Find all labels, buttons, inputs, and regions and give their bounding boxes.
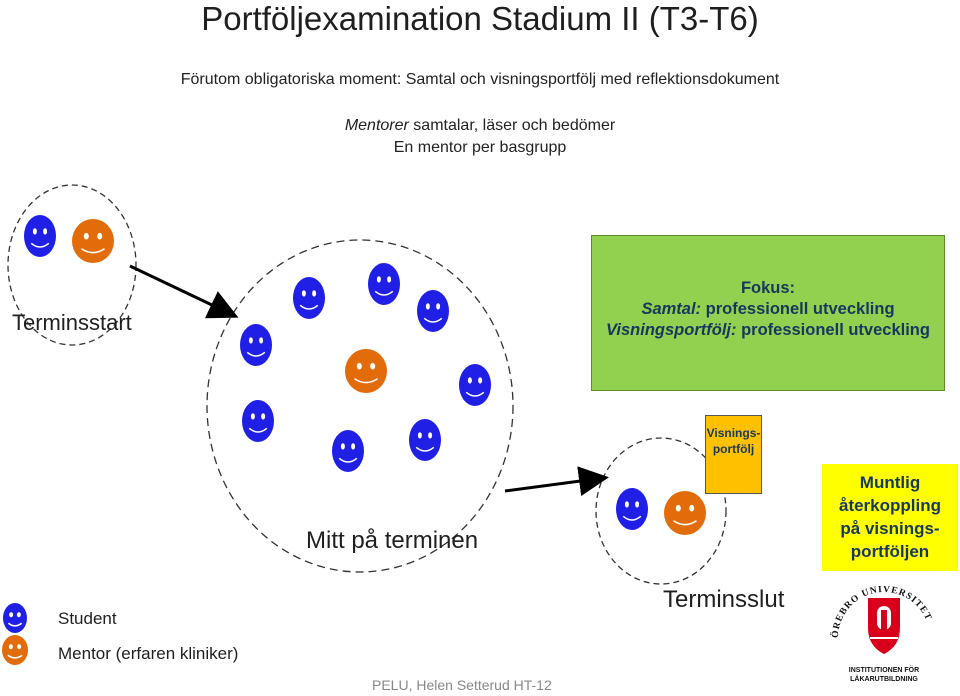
middle-group-circle	[206, 239, 514, 573]
feedback-line-1: Muntlig	[859, 473, 921, 492]
start-student-face	[24, 215, 56, 257]
logo-caption: INSTITUTIONEN FÖR LÄKARUTBILDNING	[832, 666, 936, 684]
focus-line-1-text: professionell utveckling	[701, 300, 895, 318]
page-title: Portföljexamination Stadium II (T3-T6)	[201, 0, 759, 37]
middle-student-face	[409, 419, 441, 461]
footer-credit: PELU, Helen Setterud HT-12	[372, 677, 552, 693]
start-mentor-face	[72, 219, 114, 263]
mentors-text: Mentorer samtalar, läser och bedömer	[0, 117, 960, 135]
mentors-emphasis: Mentorer	[344, 117, 409, 134]
feedback-box: Muntlig återkoppling på visnings- portfö…	[822, 464, 958, 571]
middle-student-face	[242, 400, 274, 442]
stage-middle-label: Mitt på terminen	[306, 527, 479, 554]
logo-line-1: INSTITUTIONEN FÖR	[848, 667, 920, 674]
end-student-face	[616, 488, 648, 530]
middle-student-face	[332, 430, 364, 472]
portfolio-box: Visnings- portfölj	[705, 415, 762, 494]
focus-line-1: Samtal: professionell utveckling	[592, 299, 944, 320]
middle-student-face	[459, 364, 491, 406]
per-group-text: En mentor per basgrupp	[393, 139, 567, 156]
logo-line-2: LÄKARUTBILDNING	[850, 676, 918, 683]
focus-line-2-text: professionell utveckling	[736, 321, 930, 339]
legend-mentor-label: Mentor (erfaren kliniker)	[58, 644, 239, 663]
arrow-start-to-middle	[129, 264, 239, 319]
stage-start-label: Terminsstart	[12, 310, 132, 335]
arrow-middle-to-end	[504, 466, 609, 497]
focus-box: Fokus: Samtal: professionell utveckling …	[591, 235, 945, 391]
middle-student-face	[293, 277, 325, 319]
feedback-line-2: återkoppling	[838, 496, 941, 515]
feedback-line-4: portföljen	[850, 542, 930, 561]
mentors-rest: samtalar, läser och bedömer	[408, 117, 616, 134]
portfolio-line-1: Visnings-	[706, 426, 761, 440]
stage-end-label: Terminsslut	[663, 586, 785, 613]
legend-student-face	[3, 603, 27, 633]
start-group-circle	[7, 184, 137, 346]
middle-student-face	[240, 324, 272, 366]
end-group-circle	[595, 437, 727, 585]
focus-heading: Fokus:	[740, 279, 796, 297]
university-logo: ÖREBRO UNIVERSITET	[828, 586, 932, 654]
middle-mentor-face	[345, 349, 387, 393]
middle-student-face	[417, 290, 449, 332]
legend-mentor-face	[2, 635, 28, 665]
feedback-line-3: på visnings-	[840, 519, 940, 538]
middle-student-face	[368, 263, 400, 305]
focus-line-2-label: Visningsportfölj:	[606, 321, 737, 339]
focus-line-2: Visningsportfölj: professionell utveckli…	[592, 320, 944, 341]
legend-student-label: Student	[58, 609, 117, 628]
intro-text: Förutom obligatoriska moment: Samtal och…	[180, 71, 780, 88]
portfolio-line-2: portfölj	[712, 442, 755, 456]
focus-line-1-label: Samtal:	[641, 300, 702, 318]
end-mentor-face	[664, 491, 706, 535]
